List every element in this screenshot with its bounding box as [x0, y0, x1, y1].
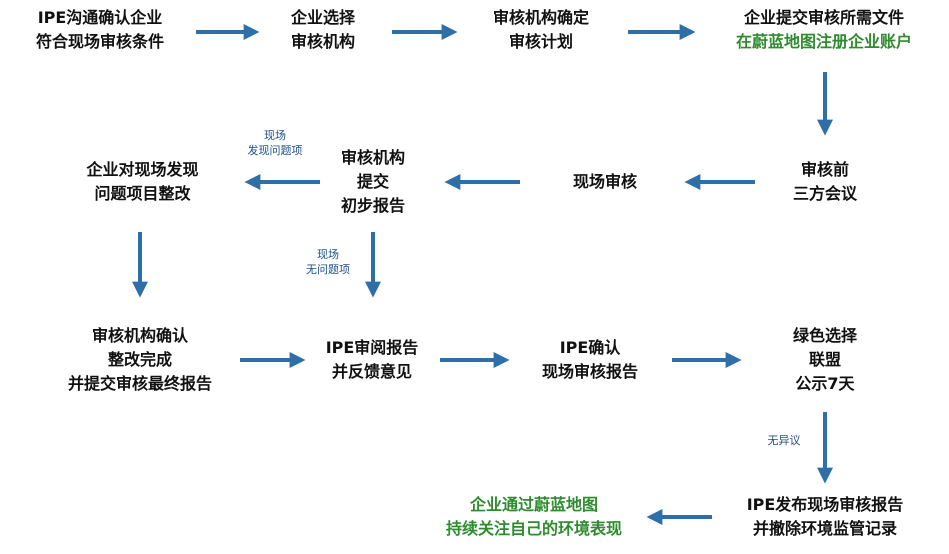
node-line: IPE沟通确认企业	[37, 8, 163, 27]
node-line: 审核机构确认	[91, 326, 188, 345]
node-line: 并提交审核最终报告	[67, 374, 212, 393]
node-line: IPE发布现场审核报告	[746, 495, 904, 514]
node-line: 符合现场审核条件	[35, 32, 164, 51]
edge-label-issues-found: 现场 发现问题项	[230, 128, 320, 158]
node-line-highlight: 持续关注自己的环境表现	[445, 519, 622, 538]
edge-label-line: 现场	[264, 129, 286, 142]
node-pre-audit-meeting: 审核前 三方会议	[765, 158, 885, 206]
node-initial-report: 审核机构 提交 初步报告	[318, 146, 428, 218]
node-line: 联盟	[808, 350, 841, 369]
node-line: 提交	[356, 172, 389, 191]
edge-label-no-objection: 无异议	[754, 433, 814, 448]
edge-label-no-issues: 现场 无问题项	[290, 247, 366, 277]
node-submit-documents: 企业提交审核所需文件 在蔚蓝地图注册企业账户	[702, 6, 946, 54]
node-ipe-confirm-report: IPE确认 现场审核报告	[512, 336, 668, 384]
node-line: 现场审核	[572, 172, 637, 191]
node-line: 并撤除环境监管记录	[752, 519, 897, 538]
node-line: 企业选择	[290, 8, 355, 27]
node-line-highlight: 企业通过蔚蓝地图	[469, 495, 598, 514]
node-line-highlight: 在蔚蓝地图注册企业账户	[735, 32, 912, 51]
node-line: IPE审阅报告	[325, 338, 419, 357]
edge-label-line: 发现问题项	[247, 144, 303, 157]
node-onsite-audit: 现场审核	[530, 170, 680, 194]
node-green-choice-publicity: 绿色选择 联盟 公示7天	[765, 324, 885, 396]
node-line: 公示7天	[795, 374, 855, 393]
node-line: 并反馈意见	[331, 362, 412, 381]
node-line: 企业提交审核所需文件	[743, 8, 904, 27]
node-line: 问题项目整改	[94, 184, 191, 203]
node-line: IPE确认	[559, 338, 621, 357]
node-final-report: 审核机构确认 整改完成 并提交审核最终报告	[45, 324, 235, 396]
node-publish-report: IPE发布现场审核报告 并撤除环境监管记录	[716, 493, 934, 541]
node-line: 整改完成	[107, 350, 172, 369]
node-line: 审核前	[800, 160, 849, 179]
edge-label-line: 现场	[317, 248, 339, 261]
edge-label-line: 无异议	[767, 434, 801, 447]
edge-label-line: 无问题项	[306, 263, 350, 276]
node-continuous-monitoring: 企业通过蔚蓝地图 持续关注自己的环境表现	[420, 493, 648, 541]
node-line: 审核计划	[508, 32, 573, 51]
node-audit-plan: 审核机构确定 审核计划	[456, 6, 626, 54]
node-select-auditor: 企业选择 审核机构	[258, 6, 388, 54]
node-line: 现场审核报告	[541, 362, 638, 381]
node-ipe-review: IPE审阅报告 并反馈意见	[308, 336, 436, 384]
node-ipe-confirm-conditions: IPE沟通确认企业 符合现场审核条件	[5, 6, 195, 54]
node-rectification: 企业对现场发现 问题项目整改	[55, 158, 230, 206]
node-line: 绿色选择	[792, 326, 857, 345]
node-line: 审核机构确定	[492, 8, 589, 27]
node-line: 三方会议	[792, 184, 857, 203]
node-line: 初步报告	[340, 196, 405, 215]
node-line: 企业对现场发现	[86, 160, 199, 179]
node-line: 审核机构	[340, 148, 405, 167]
node-line: 审核机构	[290, 32, 355, 51]
